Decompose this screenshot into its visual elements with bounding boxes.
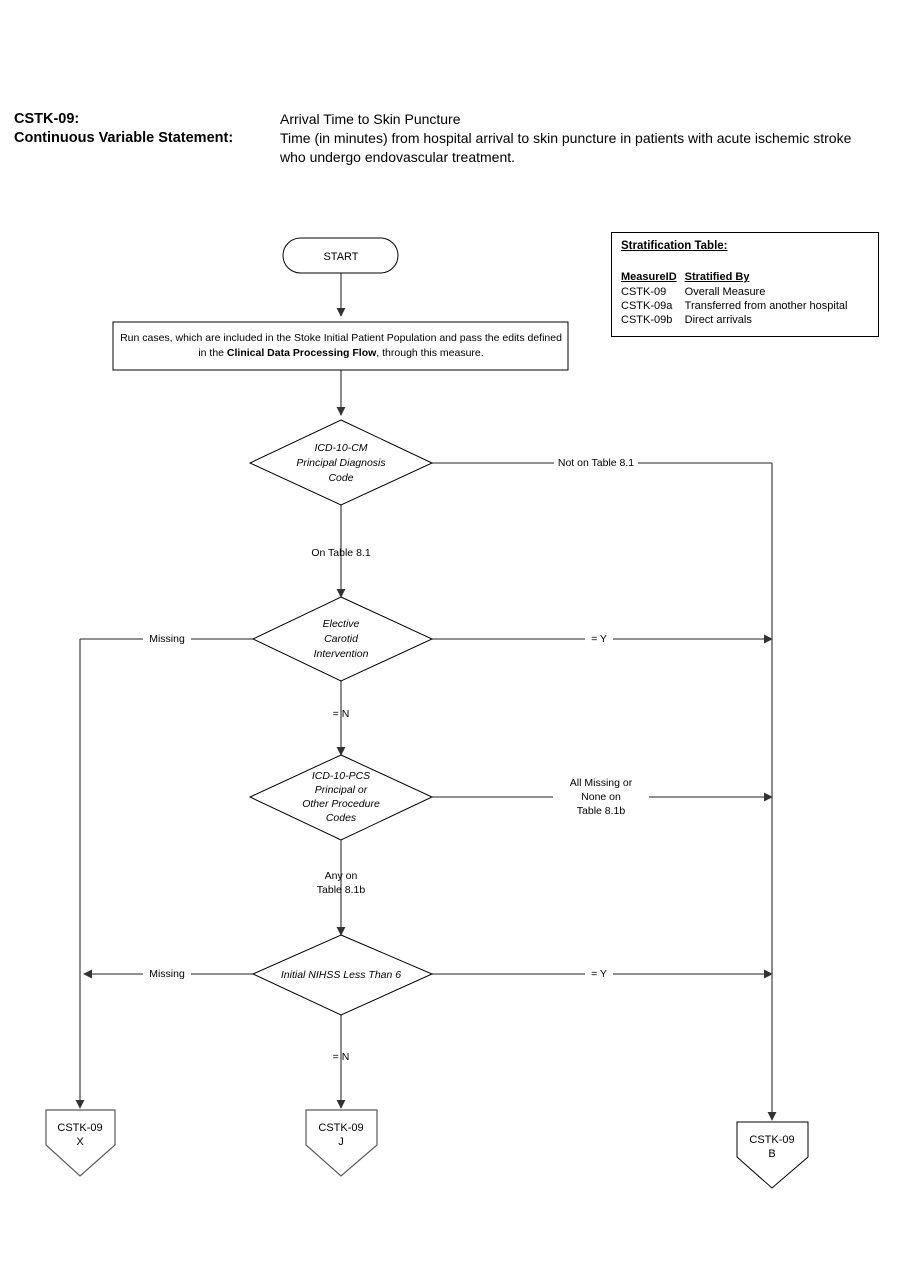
decision-3-line-2: Principal or (315, 784, 368, 796)
process-text-bold-reference: Clinical Data Processing Flow (227, 347, 377, 359)
table-row: CSTK-09 Overall Measure (621, 285, 855, 299)
branch-label-on-table-8-1: On Table 8.1 (311, 547, 371, 559)
branch-label-not-on-table-8-1: Not on Table 8.1 (558, 457, 634, 469)
cell-stratified-by: Transferred from another hospital (684, 300, 848, 312)
terminal-j-line-2: J (338, 1136, 344, 1148)
decision-1-line-3: Code (328, 472, 353, 484)
label-backdrop-3r (553, 775, 649, 819)
column-header-measure-id: MeasureID (621, 271, 677, 283)
branch-label-any-on: Any on (325, 870, 358, 882)
decision-2-line-3: Intervention (314, 648, 369, 660)
measure-id-label: CSTK-09: (14, 111, 80, 127)
cell-measure-id: CSTK-09 (621, 286, 667, 298)
statement-text-line-1: Time (in minutes) from hospital arrival … (280, 130, 852, 146)
decision-1-line-2: Principal Diagnosis (296, 457, 386, 469)
terminal-j (305, 1109, 378, 1177)
process-box (112, 321, 569, 371)
continuous-variable-statement-label: Continuous Variable Statement: (14, 130, 234, 146)
label-backdrop-2l (143, 631, 191, 645)
process-text-line-2: in the Clinical Data Processing Flow, th… (198, 347, 483, 359)
branch-label-equals-y-4: = Y (591, 968, 607, 980)
stratification-table-box: Stratification Table: MeasureID Stratifi… (611, 232, 879, 337)
decision-3-line-3: Other Procedure (302, 798, 380, 810)
document-header: CSTK-09: Continuous Variable Statement: … (14, 110, 886, 167)
branch-label-equals-n-4: = N (333, 1051, 350, 1063)
label-backdrop-2r (585, 631, 613, 645)
branch-label-all-missing-or: All Missing or (570, 777, 633, 789)
column-header-stratified-by: Stratified By (684, 271, 750, 283)
decision-3-line-4: Codes (326, 812, 357, 824)
measure-title: Arrival Time to Skin Puncture (280, 111, 461, 127)
cell-stratified-by: Overall Measure (684, 286, 766, 298)
header-value-column: Arrival Time to Skin Puncture Time (in m… (280, 110, 886, 167)
decision-4-line-1: Initial NIHSS Less Than 6 (281, 969, 401, 981)
label-backdrop-4r (585, 966, 613, 980)
decision-initial-nihss-less-than-6 (251, 934, 434, 1016)
label-backdrop-4l (143, 966, 191, 980)
branch-label-missing-4: Missing (149, 968, 185, 980)
terminal-x-line-1: CSTK-09 (57, 1122, 102, 1134)
decision-2-line-2: Carotid (324, 633, 359, 645)
table-header-row: MeasureID Stratified By (621, 271, 855, 285)
table-row: CSTK-09a Transferred from another hospit… (621, 299, 855, 313)
process-text-line-2-part-3: , through this measure. (376, 347, 483, 359)
terminal-b (736, 1121, 809, 1189)
header-row-title: CSTK-09: Continuous Variable Statement: … (14, 110, 886, 167)
cell-measure-id: CSTK-09b (621, 314, 673, 326)
start-node (282, 237, 399, 274)
label-backdrop-1r (554, 454, 638, 468)
branch-label-table-8-1b-right: Table 8.1b (577, 805, 626, 817)
process-text-line-1: Run cases, which are included in the Sto… (120, 332, 562, 344)
decision-icd-10-pcs-principal-or-other-procedure-codes (248, 754, 434, 841)
header-label-column: CSTK-09: Continuous Variable Statement: (14, 110, 280, 148)
branch-label-missing-2: Missing (149, 633, 185, 645)
branch-label-equals-n-2: = N (333, 708, 350, 720)
decision-1-line-1: ICD-10-CM (314, 442, 367, 454)
decision-icd-10-cm-principal-diagnosis-code (248, 419, 434, 506)
decision-3-line-1: ICD-10-PCS (312, 770, 370, 782)
start-node-label: START (323, 251, 358, 263)
stratification-table: MeasureID Stratified By CSTK-09 Overall … (621, 271, 855, 327)
decision-elective-carotid-intervention (251, 596, 434, 682)
branch-label-table-8-1b-down: Table 8.1b (317, 884, 366, 896)
terminal-x (45, 1109, 116, 1177)
terminal-b-line-1: CSTK-09 (749, 1134, 794, 1146)
table-row: CSTK-09b Direct arrivals (621, 313, 855, 327)
terminal-j-line-1: CSTK-09 (318, 1122, 363, 1134)
branch-label-equals-y-2: = Y (591, 633, 607, 645)
cell-measure-id: CSTK-09a (621, 300, 673, 312)
terminal-x-line-2: X (76, 1136, 84, 1148)
decision-2-line-1: Elective (323, 618, 360, 630)
stratification-table-title: Stratification Table: (621, 240, 728, 252)
statement-text-line-2: who undergo endovascular treatment. (280, 149, 516, 165)
process-text-line-2-part-1: in the (198, 347, 227, 359)
cell-stratified-by: Direct arrivals (684, 314, 752, 326)
branch-label-none-on: None on (581, 791, 621, 803)
terminal-b-line-2: B (768, 1148, 775, 1160)
